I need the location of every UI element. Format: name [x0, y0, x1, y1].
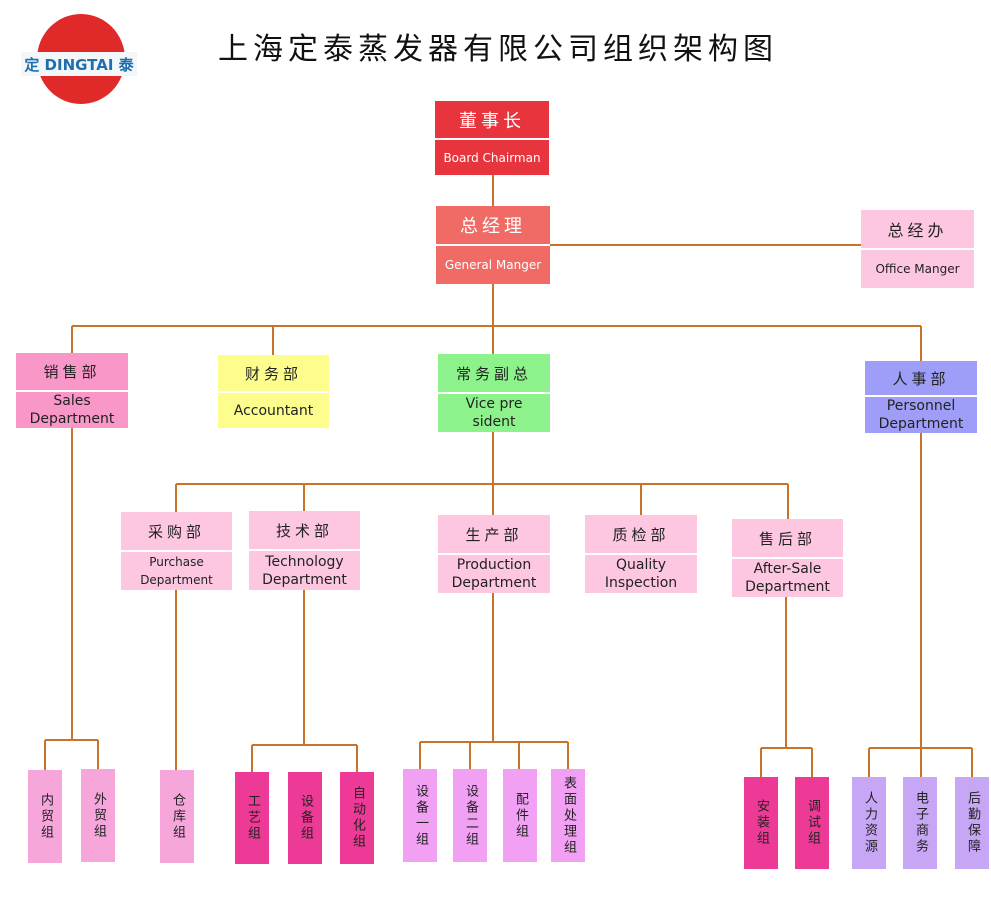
team-foreign-trade: 外贸组 — [81, 769, 115, 862]
team-human-resources: 人力资源 — [852, 777, 886, 869]
team-label: 设备一组 — [413, 783, 428, 848]
team-craft: 工艺组 — [235, 772, 269, 864]
node-zh-label: 总经理 — [460, 216, 526, 237]
team-parts: 配件组 — [503, 769, 537, 862]
team-label: 调试组 — [805, 799, 820, 847]
node-sales-department: 销售部 Sales Department — [16, 353, 128, 428]
node-en-label: Accountant — [218, 391, 329, 428]
node-en-label: Technology Department — [249, 549, 360, 590]
company-logo: 定 DINGTAI 泰 — [21, 14, 137, 106]
team-logistics-support: 后勤保障 — [955, 777, 989, 869]
node-en-label: Production Department — [438, 553, 550, 593]
node-board-chairman: 董事长 Board Chairman — [435, 101, 549, 175]
team-label: 外贸组 — [91, 791, 106, 840]
team-label: 电子商务 — [913, 791, 928, 855]
team-equipment: 设备组 — [288, 772, 322, 864]
node-en-label: Vice pre sident — [438, 392, 550, 432]
node-vice-president: 常务副总 Vice pre sident — [438, 354, 550, 432]
node-en-label: Office Manger — [861, 248, 974, 288]
node-after-sale-department: 售后部 After-Sale Department — [732, 519, 843, 597]
node-en-label: Sales Department — [16, 390, 128, 428]
node-zh-label: 常务副总 — [455, 364, 532, 383]
team-label: 安装组 — [754, 799, 769, 847]
node-technology-department: 技术部 Technology Department — [249, 511, 360, 590]
logo-band — [21, 52, 137, 76]
node-en-label: General Manger — [436, 244, 550, 284]
team-e-commerce: 电子商务 — [903, 777, 937, 869]
team-domestic-trade: 内贸组 — [28, 770, 62, 863]
team-label: 配件组 — [513, 791, 528, 840]
logo-text: 定 DINGTAI 泰 — [24, 56, 134, 74]
node-en-label: Personnel Department — [865, 395, 977, 433]
team-surface-treatment: 表面处理组 — [551, 769, 585, 862]
node-zh-label: 售后部 — [758, 529, 816, 548]
team-label: 人力资源 — [862, 791, 877, 855]
node-zh-label: 生产部 — [465, 525, 523, 544]
node-en-label: Purchase Department — [121, 550, 232, 590]
node-zh-label: 采购部 — [147, 522, 205, 541]
team-commissioning: 调试组 — [795, 777, 829, 869]
node-zh-label: 总经办 — [887, 221, 948, 240]
node-en-label: Quality Inspection — [585, 553, 697, 593]
node-zh-label: 技术部 — [275, 521, 333, 540]
team-equipment-2: 设备二组 — [453, 769, 487, 862]
node-en-label: After-Sale Department — [732, 557, 843, 597]
node-personnel-department: 人事部 Personnel Department — [865, 361, 977, 433]
team-label: 仓库组 — [170, 792, 185, 841]
node-zh-label: 财务部 — [244, 364, 302, 383]
node-zh-label: 人事部 — [892, 369, 950, 388]
team-label: 设备组 — [298, 794, 313, 842]
team-label: 工艺组 — [245, 794, 260, 842]
team-installation: 安装组 — [744, 777, 778, 869]
team-label: 后勤保障 — [965, 791, 980, 855]
node-office-manager: 总经办 Office Manger — [861, 210, 974, 288]
node-accountant: 财务部 Accountant — [218, 355, 329, 428]
team-equipment-1: 设备一组 — [403, 769, 437, 862]
team-label: 自动化组 — [350, 786, 365, 850]
team-label: 设备二组 — [463, 783, 478, 848]
team-label: 内贸组 — [38, 792, 53, 841]
node-zh-label: 董事长 — [459, 110, 525, 132]
node-zh-label: 销售部 — [43, 363, 101, 381]
node-purchase-department: 采购部 Purchase Department — [121, 512, 232, 590]
node-production-department: 生产部 Production Department — [438, 515, 550, 593]
node-en-label: Board Chairman — [435, 138, 549, 175]
team-label: 表面处理组 — [561, 775, 576, 856]
node-zh-label: 质检部 — [612, 525, 670, 544]
node-quality-inspection: 质检部 Quality Inspection — [585, 515, 697, 593]
node-general-manager: 总经理 General Manger — [436, 206, 550, 284]
page-title: 上海定泰蒸发器有限公司组织架构图 — [218, 32, 778, 67]
team-warehouse: 仓库组 — [160, 770, 194, 863]
team-automation: 自动化组 — [340, 772, 374, 864]
